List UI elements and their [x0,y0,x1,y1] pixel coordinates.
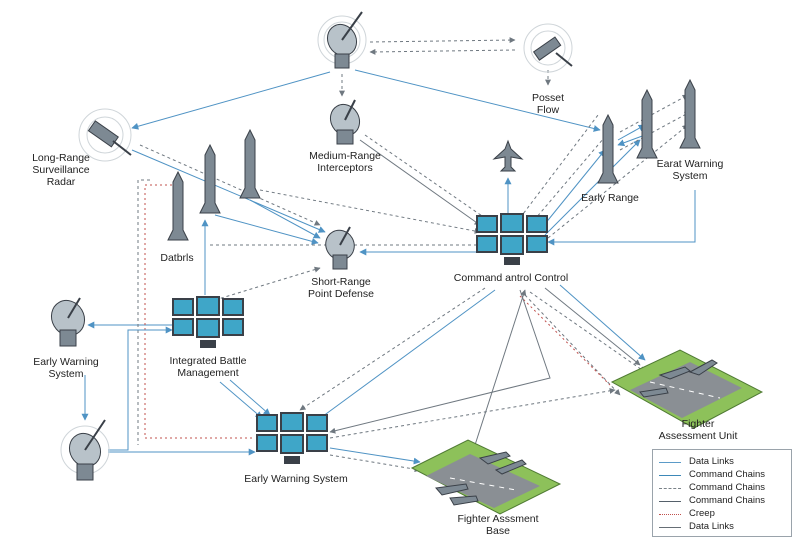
integrated-battle-console-icon [172,296,244,348]
missile-icons [167,78,701,241]
legend-label: Creep [689,508,715,519]
command-control-console-icon [476,213,548,265]
fighter-base-airfield-icon [410,439,562,515]
posset-flow-icon [523,23,573,73]
legend-swatch [659,462,681,463]
missile-icon [239,128,261,199]
fighter-jet-icon [492,139,524,172]
legend-swatch [659,475,681,476]
legend-swatch [659,488,681,489]
legend-label: Command Chains [689,482,766,493]
early-warning-dish-icon [50,297,86,347]
early-range-label: Early Range [581,192,639,204]
legend-label: Data Links [689,521,734,532]
datbrls-label: Datbrls [160,252,194,264]
legend-item: Data Links [659,456,789,468]
legend-label: Command Chains [689,495,766,506]
legend-item: Command Chains [659,469,789,481]
legend-swatch [659,527,681,528]
legend-label: Data Links [689,456,734,467]
medium-range-dish-icon [329,99,361,145]
early-warning-center-label: Early Warning System [244,473,348,485]
legend-item: Command Chains [659,482,789,494]
early-warning-console-icon [256,412,328,464]
missile-icon [597,113,619,184]
missile-icon [679,78,701,149]
missile-icon [636,88,658,159]
missile-icon [199,143,221,214]
legend-swatch [659,501,681,502]
command-control-label: Command antrol Control [453,272,569,284]
legend-item: Creep [659,508,789,520]
legend-item: Data Links [659,521,789,533]
satellite-dish-icon [317,11,367,69]
ground-radar-dish-icon [60,419,110,481]
long-range-radar-icon [78,108,132,162]
legend-swatch [659,514,681,515]
legend-item: Command Chains [659,495,789,507]
fighter-assessment-unit-airfield-icon [610,349,764,429]
missile-icon [167,170,189,241]
legend-label: Command Chains [689,469,766,480]
short-range-dish-icon [325,226,355,270]
